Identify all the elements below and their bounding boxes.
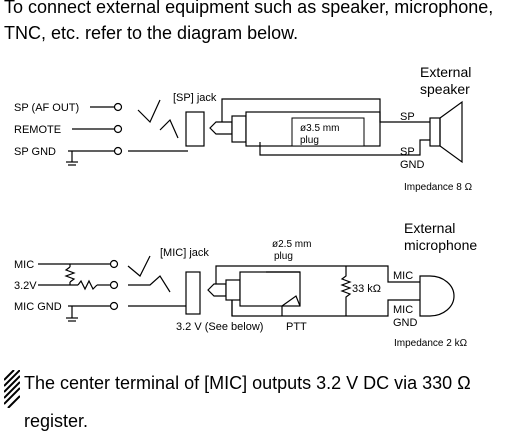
sp-jack xyxy=(185,111,205,147)
microphone-icon xyxy=(419,275,455,317)
speaker-impedance: Impedance 8 Ω xyxy=(404,182,473,193)
mic-jack-label: [MIC] jack xyxy=(160,247,209,259)
mic-plug-label: plug xyxy=(274,251,293,262)
mic-jack xyxy=(185,271,201,315)
terminal-mic: MIC xyxy=(14,259,34,271)
mic-gnd-label-2: GND xyxy=(393,317,418,329)
external-mic-label-2: microphone xyxy=(404,237,477,253)
mic-plug xyxy=(239,271,301,307)
sp-plug-size: ø3.5 mm xyxy=(300,123,339,134)
terminal-sp-af-out: SP (AF OUT) xyxy=(14,102,79,114)
intro-line-2: TNC, etc. refer to the diagram below. xyxy=(4,23,299,43)
sp-jack-label: [SP] jack xyxy=(173,92,217,104)
note-line-1: The center terminal of [MIC] outputs 3.2… xyxy=(24,373,471,393)
terminal-3v2: 3.2V xyxy=(14,280,37,292)
mic-gnd-label-1: MIC xyxy=(393,304,413,316)
mic-plug-size: ø2.5 mm xyxy=(272,239,311,250)
speaker-diagram: SP (AF OUT) REMOTE SP GND [SP] jack ø3.5… xyxy=(14,64,473,193)
microphone-diagram: MIC 3.2V MIC GND [MIC] jack ø2.5 mm xyxy=(14,220,477,349)
connection-diagrams: SP (AF OUT) REMOTE SP GND [SP] jack ø3.5… xyxy=(14,64,477,349)
external-speaker-label-2: speaker xyxy=(420,81,470,97)
terminal-mic-gnd: MIC GND xyxy=(14,301,62,313)
mic-terminal-label: MIC xyxy=(393,270,413,282)
sp-gnd-label-1: SP xyxy=(400,146,415,158)
intro-line-1: To connect external equipment such as sp… xyxy=(4,0,494,17)
intro-text: To connect external equipment such as sp… xyxy=(4,0,504,46)
voltage-note: 3.2 V (See below) xyxy=(176,321,263,333)
note-text: The center terminal of [MIC] outputs 3.2… xyxy=(4,370,504,434)
ptt-label: PTT xyxy=(286,321,307,333)
sp-gnd-label-2: GND xyxy=(400,159,425,171)
resistor-33k-label: 33 kΩ xyxy=(352,283,381,295)
external-speaker-label-1: External xyxy=(420,64,471,80)
speaker-icon xyxy=(429,117,441,147)
external-mic-label-1: External xyxy=(404,220,455,236)
terminal-sp-gnd: SP GND xyxy=(14,146,56,158)
sp-plug-label: plug xyxy=(300,135,319,146)
terminal-remote: REMOTE xyxy=(14,124,61,136)
hatch-icon xyxy=(4,370,20,408)
note-line-2: register. xyxy=(24,411,89,431)
sp-terminal-label: SP xyxy=(400,111,415,123)
mic-impedance: Impedance 2 kΩ xyxy=(394,338,468,349)
